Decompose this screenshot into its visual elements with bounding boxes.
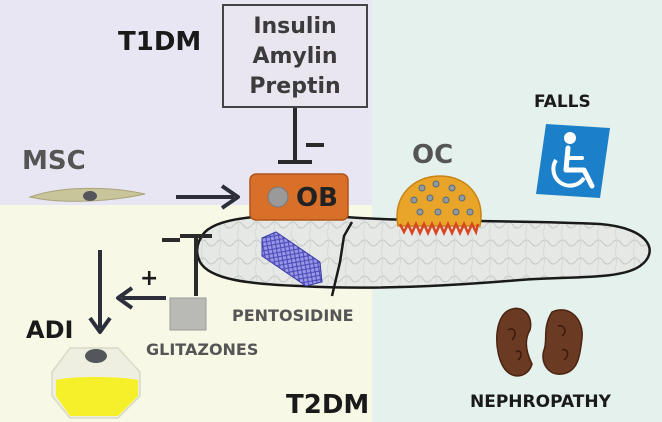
bone-crack xyxy=(330,221,354,297)
collagen-mesh xyxy=(261,231,323,287)
hormones-box: Insulin Amylin Preptin xyxy=(222,4,368,108)
adipocyte xyxy=(51,347,141,419)
label-oc: OC xyxy=(412,140,454,170)
label-pentosidine: PENTOSIDINE xyxy=(232,306,354,325)
label-t2dm: T2DM xyxy=(286,390,370,420)
glitazone-square xyxy=(169,297,207,331)
wheelchair-icon xyxy=(536,124,610,198)
glitazone-inhibition xyxy=(162,234,212,296)
label-ob: OB xyxy=(296,183,338,213)
glitazone-to-adi-arrow xyxy=(116,286,166,310)
label-plus: + xyxy=(140,266,159,291)
oc-cell xyxy=(396,175,482,237)
hormone-amylin: Amylin xyxy=(252,44,338,69)
label-t1dm: T1DM xyxy=(118,27,202,57)
msc-to-ob-arrow xyxy=(176,184,240,210)
ob-cell xyxy=(249,173,349,221)
kidney-icon xyxy=(496,307,583,377)
msc-cell xyxy=(28,187,146,202)
hormone-insulin: Insulin xyxy=(253,14,337,39)
hormone-preptin: Preptin xyxy=(249,74,341,99)
hormone-inhibition xyxy=(278,108,324,164)
msc-to-adi-arrow xyxy=(88,250,112,334)
label-glitazones: GLITAZONES xyxy=(146,340,259,359)
label-msc: MSC xyxy=(22,146,86,176)
label-nephropathy: NEPHROPATHY xyxy=(470,392,611,412)
label-adi: ADI xyxy=(26,316,74,344)
label-falls: FALLS xyxy=(534,92,591,112)
